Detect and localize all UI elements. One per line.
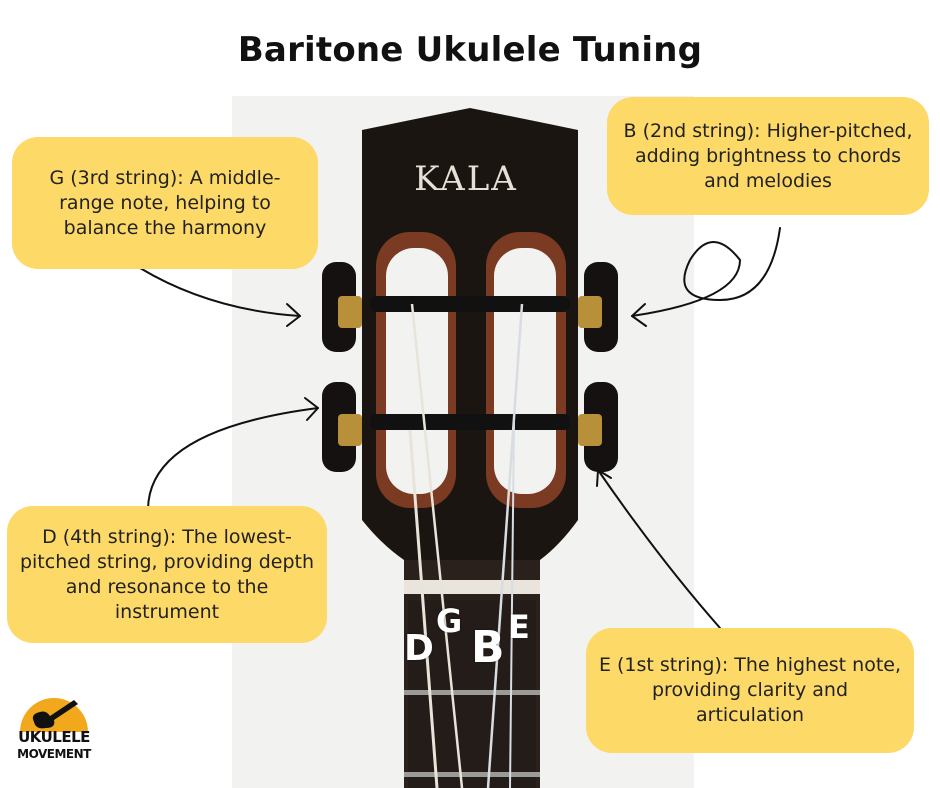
callout-e-string: E (1st string): The highest note, provid… [586,628,914,753]
ukulele-movement-logo: UKULELE MOVEMENT [12,692,96,774]
string-label-b: B [471,622,505,673]
callout-d-string: D (4th string): The lowest-pitched strin… [7,506,327,643]
string-label-e: E [508,608,530,646]
callout-g-string: G (3rd string): A middle-range note, hel… [12,137,318,269]
logo-line-1: UKULELE [18,728,90,746]
string-label-d: D [404,628,434,669]
string-e [509,419,515,788]
arrows [139,227,781,629]
page-title: Baritone Ukulele Tuning [237,30,703,70]
tuner-right-bottom [578,382,618,472]
roller-bottom [370,414,570,430]
nut [404,580,540,594]
brand-logo: KALA [414,159,518,199]
tuner-right-top [578,262,618,352]
fret-1 [404,690,540,695]
arrow-e [597,469,721,629]
logo-line-2: MOVEMENT [17,747,91,761]
roller-top [370,296,570,312]
fret-2 [404,772,540,777]
arrow-b [631,227,781,317]
callout-b-string: B (2nd string): Higher-pitched, adding b… [607,97,929,215]
arrow-d [147,407,319,511]
tuner-left-bottom [322,382,362,472]
sun-ukulele-icon [20,698,88,732]
string-b [486,303,524,788]
string-g [410,303,464,788]
string-label-g: G [436,602,463,640]
string-d [408,429,439,788]
tuner-left-top [322,262,362,352]
arrow-g [139,267,301,317]
